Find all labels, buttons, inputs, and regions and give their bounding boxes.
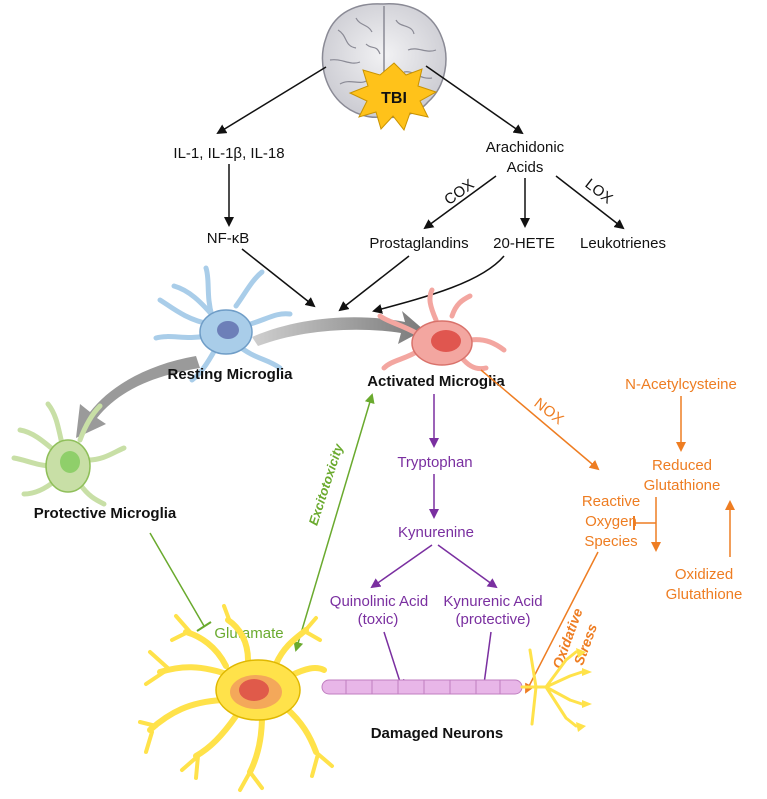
arrow-prostaglandins-to-activation — [338, 255, 410, 312]
inhibit-bar-glutamate — [196, 621, 212, 632]
arrow-ros-to-neuron — [525, 551, 599, 694]
leukotrienes-label: Leukotrienes — [580, 235, 666, 252]
activated-microglia-label: Activated Microglia — [367, 373, 505, 390]
cox-label: COX — [441, 176, 477, 209]
reduced-label-line1: Reduced — [652, 457, 712, 474]
arrow-brain-to-cytokines — [216, 66, 327, 135]
excitotoxicity-arrow — [293, 393, 375, 652]
kynurenine-label: Kynurenine — [398, 524, 474, 541]
nac-label: N-Acetylcysteine — [625, 376, 737, 393]
arrow-kynurenine-to-kynurenic — [437, 544, 498, 589]
resting-microglia-label: Resting Microglia — [167, 366, 293, 383]
inhibit-kynurenic-to-neuron — [483, 631, 492, 685]
damaged-neurons-label: Damaged Neurons — [371, 725, 504, 742]
cytokines-label: IL-1, IL-1β, IL-18 — [173, 145, 284, 162]
arrow-kynurenine-to-quinolinic — [370, 544, 433, 589]
arachidonic-label-line2: Acids — [507, 159, 544, 176]
resting-to-protective-arrow — [76, 356, 200, 438]
ros-label-line3: Species — [584, 533, 637, 550]
hete-label: 20-HETE — [493, 235, 555, 252]
oxidized-label-line1: Oxidized — [675, 566, 733, 583]
arachidonic-label-line1: Arachidonic — [486, 139, 565, 156]
inhibit-protective-to-glutamate — [149, 532, 205, 627]
nfkb-label: NF-κB — [207, 230, 250, 247]
ros-label-line1: Reactive — [582, 493, 640, 510]
tryptophan-label: Tryptophan — [397, 454, 472, 471]
arrow-arachidonic-to-leukotrienes — [555, 175, 625, 230]
protective-microglia-icon — [11, 401, 127, 507]
arrow-nfkb-to-activation — [241, 248, 316, 308]
activated-microglia-icon — [377, 287, 507, 372]
kynurenic-label-line2: (protective) — [455, 611, 530, 628]
kynurenic-label-line1: Kynurenic Acid — [443, 593, 542, 610]
reduced-label-line2: Glutathione — [644, 477, 721, 494]
tbi-label: TBI — [381, 90, 407, 107]
tbi-burst-icon: TBI — [348, 62, 438, 132]
prostaglandins-label: Prostaglandins — [369, 235, 468, 252]
arrow-arachidonic-to-prostaglandins — [423, 175, 497, 230]
nox-label: NOX — [531, 395, 567, 428]
protective-microglia-label: Protective Microglia — [34, 505, 177, 522]
arrow-hete-to-activation — [372, 255, 505, 314]
arrow-activated-to-ros — [480, 369, 600, 471]
resting-microglia-icon — [153, 265, 293, 383]
ros-label-line2: Oxygen — [585, 513, 637, 530]
quinolinic-label-line1: Quinolinic Acid — [330, 593, 428, 610]
lox-label: LOX — [582, 176, 616, 208]
quinolinic-label-line2: (toxic) — [358, 611, 399, 628]
damaged-neuron-icon — [138, 604, 592, 792]
glutamate-label: Glutamate — [214, 625, 283, 642]
resting-to-activated-arrow — [252, 311, 424, 346]
excitotoxicity-label: Excitotoxicity — [306, 441, 347, 527]
arrow-brain-to-arachidonic — [425, 65, 524, 135]
arrow-quinolinic-to-neuron — [383, 631, 405, 690]
oxidized-label-line2: Glutathione — [666, 586, 743, 603]
